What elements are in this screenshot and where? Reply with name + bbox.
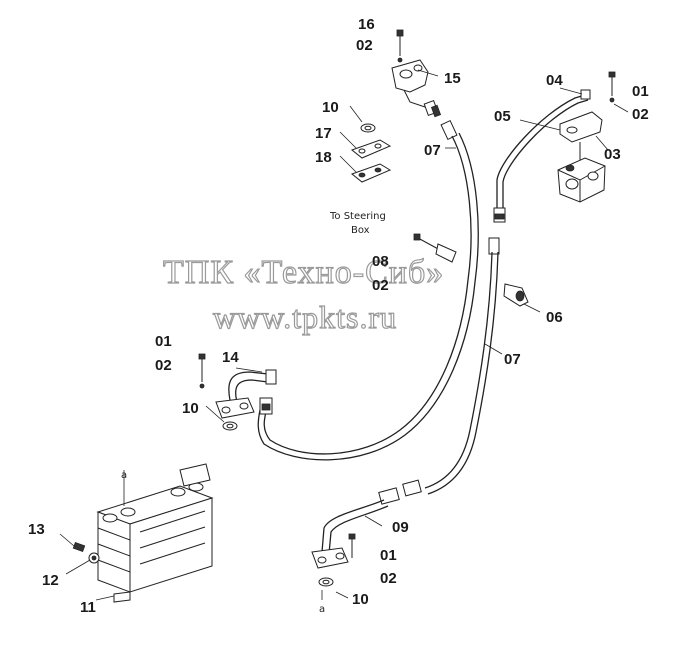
label-01-left: 01 bbox=[155, 333, 172, 350]
hose-07-upper bbox=[257, 119, 479, 461]
oil-cooler-11 bbox=[96, 463, 214, 603]
adapter-06 bbox=[503, 283, 529, 307]
watermark-url: www.tpkts.ru bbox=[213, 299, 397, 335]
hose-07-lower bbox=[402, 237, 500, 497]
bolt-16 bbox=[396, 29, 404, 63]
label-02-mid: 02 bbox=[372, 277, 389, 294]
washer-10-top bbox=[360, 123, 376, 133]
marker-a-bottom: a bbox=[319, 604, 325, 615]
label-09: 09 bbox=[392, 519, 409, 536]
label-10-left: 10 bbox=[182, 400, 199, 417]
label-04: 04 bbox=[546, 72, 563, 89]
label-05: 05 bbox=[494, 108, 511, 125]
label-07-lower: 07 bbox=[504, 351, 521, 368]
label-03: 03 bbox=[604, 146, 621, 163]
bolt-01-bottom bbox=[348, 533, 356, 558]
label-07-upper: 07 bbox=[424, 142, 441, 159]
part-labels: 16 02 15 10 17 18 07 04 01 05 02 03 08 0… bbox=[28, 16, 649, 616]
label-08: 08 bbox=[372, 253, 389, 270]
marker-a-top: a bbox=[121, 470, 127, 481]
label-18: 18 bbox=[315, 149, 332, 166]
label-02-bottom: 02 bbox=[380, 570, 397, 587]
leader-lines bbox=[59, 69, 629, 601]
plate-17 bbox=[350, 139, 392, 159]
label-02-top-right: 02 bbox=[632, 106, 649, 123]
label-15: 15 bbox=[444, 70, 461, 87]
label-14: 14 bbox=[222, 349, 239, 366]
label-06: 06 bbox=[546, 309, 563, 326]
watermark-company: ТПК «Техно-Сиб» bbox=[163, 254, 444, 291]
label-02-top: 02 bbox=[356, 37, 373, 54]
bolt-01-left bbox=[198, 353, 206, 389]
label-10-bottom: 10 bbox=[352, 591, 369, 608]
washer-10-left bbox=[222, 421, 238, 431]
sensor-08 bbox=[413, 233, 457, 263]
bracket-03 bbox=[557, 111, 606, 203]
note-to-steering-1: To Steering bbox=[329, 211, 386, 222]
tube-14 bbox=[215, 369, 277, 419]
bolt-01-top-right bbox=[608, 71, 616, 103]
label-01-top-right: 01 bbox=[632, 83, 649, 100]
label-13: 13 bbox=[28, 521, 45, 538]
label-17: 17 bbox=[315, 125, 332, 142]
label-16: 16 bbox=[358, 16, 375, 33]
note-to-steering-2: Box bbox=[351, 225, 370, 236]
label-12: 12 bbox=[42, 572, 59, 589]
plate-18 bbox=[350, 163, 392, 183]
label-10-top: 10 bbox=[322, 99, 339, 116]
bracket-15 bbox=[391, 59, 442, 118]
watermark: ТПК «Техно-Сиб» www.tpkts.ru bbox=[162, 253, 444, 335]
label-02-left: 02 bbox=[155, 357, 172, 374]
fitting-04 bbox=[580, 89, 591, 100]
plug-12 bbox=[88, 552, 100, 564]
fitting-13 bbox=[72, 541, 86, 553]
tube-09 bbox=[311, 487, 400, 569]
label-01-bottom: 01 bbox=[380, 547, 397, 564]
tube-05 bbox=[493, 94, 589, 223]
washer-10-bottom bbox=[318, 577, 334, 600]
label-11: 11 bbox=[80, 599, 96, 616]
